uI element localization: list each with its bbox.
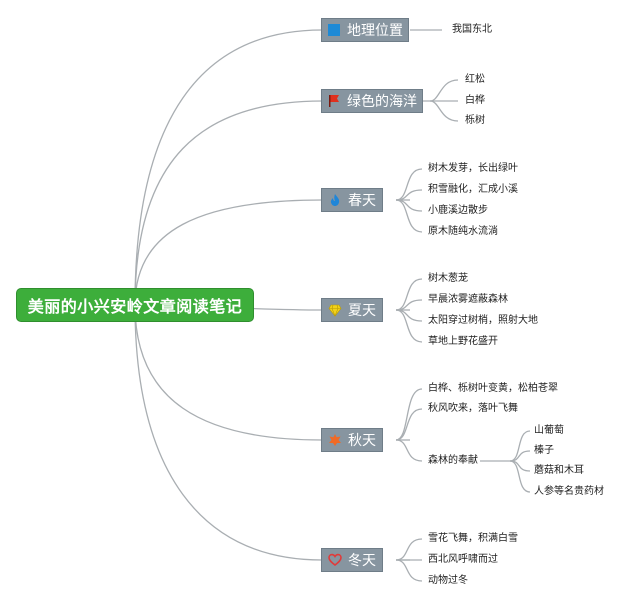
leaf-winter-0[interactable]: 雪花飞舞，积满白雪 bbox=[428, 533, 518, 544]
leaf-spring-2[interactable]: 小鹿溪边散步 bbox=[428, 205, 488, 216]
leaf-spring-1[interactable]: 积雪融化，汇成小溪 bbox=[428, 184, 518, 195]
branch-summer-label: 夏天 bbox=[348, 303, 376, 319]
branch-autumn-label: 秋天 bbox=[348, 433, 376, 449]
subleaf-autumn-3[interactable]: 人参等名贵药材 bbox=[534, 486, 604, 497]
root-topic-label: 美丽的小兴安岭文章阅读笔记 bbox=[27, 297, 243, 316]
leaf-summer-1[interactable]: 早晨浓雾遮蔽森林 bbox=[428, 294, 508, 305]
branch-winter[interactable]: 冬天 bbox=[321, 548, 383, 572]
yellow-gem-icon bbox=[328, 304, 342, 317]
leaf-green-ocean-2[interactable]: 栎树 bbox=[465, 115, 485, 126]
leaf-autumn-2[interactable]: 森林的奉献 bbox=[428, 455, 478, 466]
branch-winter-label: 冬天 bbox=[348, 553, 376, 569]
subleaf-autumn-1[interactable]: 榛子 bbox=[534, 445, 554, 456]
subleaf-autumn-2[interactable]: 蘑菇和木耳 bbox=[534, 465, 584, 476]
branch-green-ocean-label: 绿色的海洋 bbox=[347, 94, 417, 110]
root-topic[interactable]: 美丽的小兴安岭文章阅读笔记 bbox=[17, 289, 253, 321]
leaf-summer-0[interactable]: 树木葱茏 bbox=[428, 273, 468, 284]
blue-flame-icon bbox=[330, 194, 340, 206]
branch-summer[interactable]: 夏天 bbox=[321, 298, 383, 322]
leaf-winter-1[interactable]: 西北风呼啸而过 bbox=[428, 554, 498, 565]
branch-spring[interactable]: 春天 bbox=[321, 188, 383, 212]
leaf-summer-2[interactable]: 太阳穿过树梢，照射大地 bbox=[428, 315, 538, 326]
leaf-winter-2[interactable]: 动物过冬 bbox=[428, 575, 468, 586]
leaf-spring-3[interactable]: 原木随纯水流淌 bbox=[428, 226, 498, 237]
leaf-location-0[interactable]: 我国东北 bbox=[452, 24, 492, 35]
branch-autumn[interactable]: 秋天 bbox=[321, 428, 383, 452]
branch-spring-label: 春天 bbox=[348, 193, 376, 209]
leaf-autumn-1[interactable]: 秋风吹来，落叶飞舞 bbox=[428, 403, 518, 414]
blue-square-icon bbox=[328, 24, 340, 36]
leaf-autumn-0[interactable]: 白桦、栎树叶变黄，松柏苍翠 bbox=[428, 383, 558, 394]
leaf-green-ocean-1[interactable]: 白桦 bbox=[465, 95, 485, 106]
subleaf-autumn-0[interactable]: 山葡萄 bbox=[534, 425, 564, 436]
orange-blob-icon bbox=[329, 434, 341, 446]
branch-location-label: 地理位置 bbox=[347, 23, 403, 39]
red-heart-icon bbox=[328, 553, 342, 567]
leaf-spring-0[interactable]: 树木发芽，长出绿叶 bbox=[428, 163, 518, 174]
branch-location[interactable]: 地理位置 bbox=[321, 18, 409, 42]
red-flag-icon bbox=[329, 95, 339, 107]
branch-green-ocean[interactable]: 绿色的海洋 bbox=[321, 89, 423, 113]
leaf-summer-3[interactable]: 草地上野花盛开 bbox=[428, 336, 498, 347]
leaf-green-ocean-0[interactable]: 红松 bbox=[465, 74, 485, 85]
